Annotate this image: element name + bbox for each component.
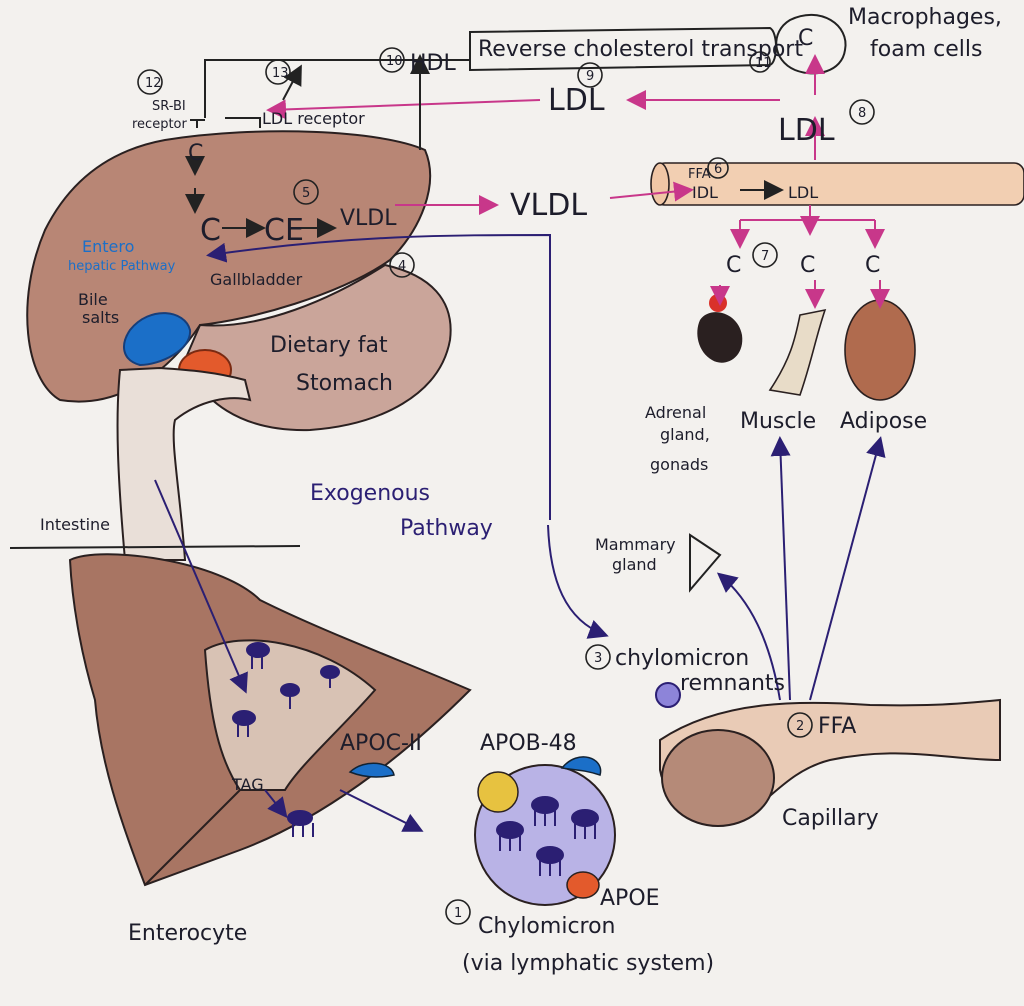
hdl-return-line (204, 59, 470, 118)
pink-arrows (266, 54, 890, 309)
step-12: 12 (145, 76, 162, 91)
label-liver-c-top: C (188, 141, 203, 166)
enterocyte-tag-glyphs (232, 642, 340, 837)
label-gonads: gonads (650, 455, 708, 474)
adrenal-cholesterol-dot (709, 294, 727, 312)
label-ldl-8: LDL (778, 113, 835, 148)
step-2: 2 (796, 719, 804, 734)
label-apoe: APOE (600, 886, 660, 911)
label-enterocyte: Enterocyte (128, 921, 247, 946)
label-muscle: Muscle (740, 409, 816, 434)
label-remnants: remnants (680, 671, 785, 696)
label-ldl-6: LDL (788, 183, 818, 202)
label-ldl-9: LDL (548, 83, 605, 118)
receptor-ldl (225, 117, 261, 128)
label-hdl: HDL (410, 51, 456, 76)
label-receptor: receptor (132, 117, 188, 132)
label-via-lymphatic: (via lymphatic system) (462, 951, 714, 976)
step-10: 10 (386, 54, 403, 69)
label-macrophage-c: C (798, 26, 813, 51)
receptor-sr-b1 (190, 119, 205, 128)
label-exogenous: Exogenous (310, 481, 430, 506)
step-3: 3 (594, 651, 602, 666)
label-tissue-c3: C (865, 253, 880, 278)
step-8: 8 (858, 106, 866, 121)
label-ce: CE (264, 213, 304, 248)
label-salts: salts (82, 308, 119, 327)
label-vldl-blood: VLDL (510, 188, 587, 223)
label-tissue-c1: C (726, 253, 741, 278)
label-liver-c: C (200, 213, 221, 248)
chylomicron-apoc (560, 756, 602, 776)
label-tissue-c2: C (800, 253, 815, 278)
intestine-tube (116, 366, 252, 561)
label-gallbladder: Gallbladder (210, 270, 303, 289)
label-capillary: Capillary (782, 806, 879, 831)
label-adrenal: Adrenal (645, 403, 706, 422)
label-bile: Bile (78, 290, 108, 309)
apob48-protein (477, 771, 519, 813)
label-hepatic-pathway: hepatic Pathway (68, 259, 176, 274)
adipose-shape (844, 299, 916, 401)
remnant-particle (655, 682, 681, 708)
label-idl: IDL (692, 183, 718, 202)
label-ffa-2: FFA (818, 714, 856, 739)
step-13: 13 (272, 66, 289, 81)
label-apob48: APOB-48 (480, 731, 577, 756)
muscle-shape (768, 308, 827, 396)
label-chylomicron: Chylomicron (478, 914, 616, 939)
step-11: 11 (755, 56, 772, 71)
apoe-protein (566, 871, 600, 899)
gallbladder-bile (123, 312, 192, 367)
label-macrophages: Macrophages, (848, 5, 1002, 30)
label-stomach: Stomach (296, 371, 393, 396)
black-arrows (185, 54, 784, 238)
capillary-cross-section (661, 729, 775, 827)
intestine-cut-line (9, 545, 301, 549)
label-sr-b1: SR-BI (152, 99, 186, 114)
step-7: 7 (761, 249, 769, 264)
stomach (183, 263, 452, 432)
label-apoc2: APOC-II (340, 731, 422, 756)
step-number-markers (137, 47, 875, 925)
label-ldl-receptor: LDL receptor (262, 109, 365, 128)
adrenal-gland-shape (697, 312, 743, 363)
enterocyte-edge (144, 789, 241, 886)
label-chylomicron-remnants: chylomicron (615, 646, 749, 671)
step-4: 4 (398, 259, 406, 274)
label-ffa-6: FFA (688, 167, 711, 182)
label-foam-cells: foam cells (870, 37, 982, 62)
label-mammary-gland: gland (612, 555, 657, 574)
chylomicron-tag-glyphs (496, 796, 599, 876)
step-1: 1 (454, 906, 462, 921)
macrophage-cell (775, 13, 847, 75)
step-5: 5 (302, 186, 310, 201)
text-labels: Macrophages, foam cells C Reverse choles… (40, 5, 1002, 976)
label-tag: TAG (231, 775, 264, 794)
step-9: 9 (586, 69, 594, 84)
vessel-end (650, 162, 670, 206)
label-adipose: Adipose (840, 409, 927, 434)
label-reverse-transport: Reverse cholesterol transport (478, 37, 803, 62)
label-entero: Entero (82, 237, 134, 256)
label-vldl-liver: VLDL (340, 206, 397, 231)
label-gland: gland, (660, 425, 710, 444)
label-dietary-fat: Dietary fat (270, 333, 388, 358)
label-intestine: Intestine (40, 515, 110, 534)
label-mammary: Mammary (595, 535, 676, 554)
mammary-gland-shape (689, 533, 722, 593)
enterocyte-apoc-blob (348, 762, 395, 778)
label-pathway: Pathway (400, 516, 493, 541)
step-numbers: 12 13 10 9 11 8 6 5 4 7 3 2 1 (145, 54, 866, 921)
purple-arrows (154, 233, 886, 832)
step-6: 6 (714, 162, 722, 177)
